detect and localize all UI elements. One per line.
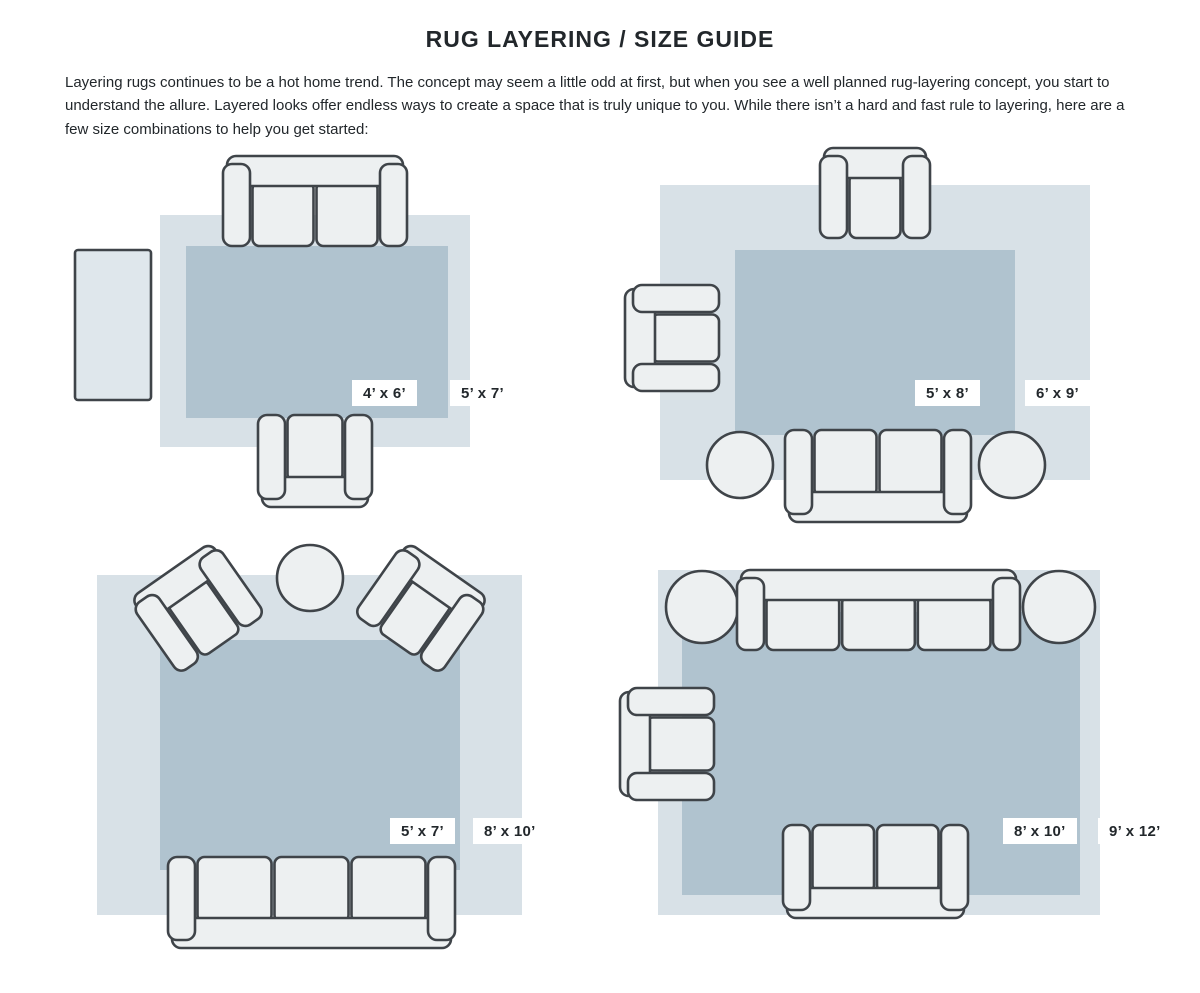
armchair [623,283,721,393]
loveseat [781,823,970,920]
rug-diagram-1: 4’ x 6’ 5’ x 7’ [65,150,535,510]
furniture-layer [133,543,486,950]
inner-rug-size-label: 5’ x 8’ [915,380,980,406]
furniture-layer [73,154,409,509]
inner-rug-size-label: 5’ x 7’ [390,818,455,844]
intro-text: Layering rugs continues to be a hot home… [65,74,1125,138]
sofa [221,154,409,248]
armchair [133,544,264,672]
furniture-layer [623,146,1047,524]
round-table [664,569,740,645]
page-title: RUG LAYERING / SIZE GUIDE [425,26,775,52]
inner-rug-size-label: 4’ x 6’ [352,380,417,406]
outer-rug-size-label: 5’ x 7’ [450,380,515,406]
rug-diagram-2: 5’ x 8’ 6’ x 9’ [615,140,1145,540]
console-table [73,248,153,402]
outer-rug-size-label: 6’ x 9’ [1025,380,1090,406]
round-table [705,430,775,500]
outer-rug-size-label: 9’ x 12’ [1098,818,1172,844]
round-table [1021,569,1097,645]
armchair [618,686,716,802]
sofa [735,568,1022,652]
armchair [256,413,374,509]
outer-rug-size-label: 8’ x 10’ [473,818,547,844]
sofa [166,855,457,950]
rug-diagram-3: 5’ x 7’ 8’ x 10’ [95,540,555,960]
round-table [275,543,345,613]
inner-rug-size-label: 8’ x 10’ [1003,818,1077,844]
rug-diagram-4: 8’ x 10’ 9’ x 12’ [605,545,1175,965]
sofa [783,428,973,524]
armchair [355,544,486,672]
round-table [977,430,1047,500]
armchair [818,146,932,240]
furniture-layer [618,568,1097,920]
